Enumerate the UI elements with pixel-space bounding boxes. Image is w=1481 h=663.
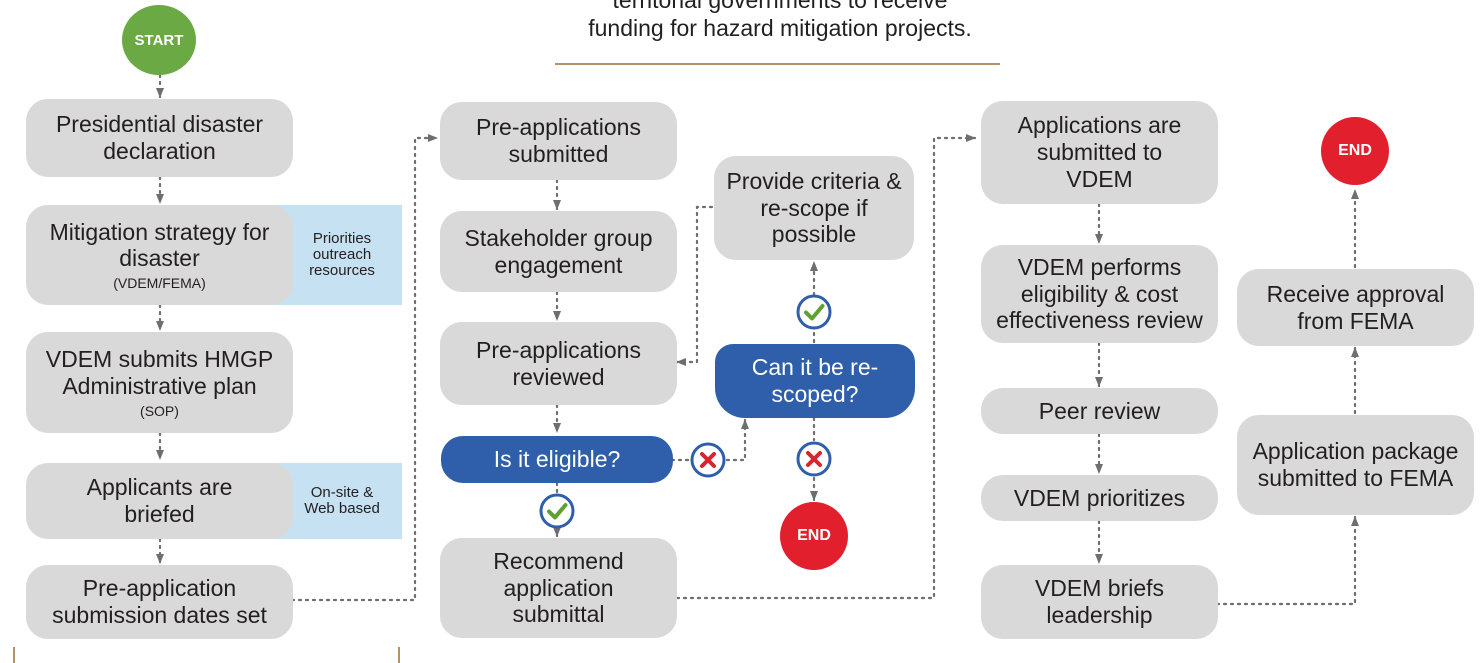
end-label: END — [797, 527, 831, 544]
check-icon — [796, 294, 832, 330]
end-terminal-final: END — [1321, 117, 1389, 185]
end-terminal-ineligible: END — [780, 502, 848, 570]
priorities-note-text: Priorities outreach resources — [309, 229, 375, 280]
admin-plan-box: VDEM submits HMGP Administrative plan (S… — [26, 332, 293, 433]
edge-marker — [13, 647, 15, 663]
connector-briefs-package — [1215, 515, 1359, 606]
peer-review-box: Peer review — [981, 388, 1218, 434]
preapps-submitted-box: Pre-applications submitted — [440, 102, 677, 180]
approval-from-fema-text: Receive approval from FEMA — [1266, 280, 1445, 334]
start-label: START — [134, 31, 184, 49]
provide-criteria-text: Provide criteria & re-scope if possible — [726, 167, 902, 248]
submission-dates-box: Pre-application submission dates set — [26, 565, 293, 639]
package-to-fema-text: Application package submitted to FEMA — [1252, 438, 1459, 491]
presidential-declaration-box: Presidential disaster declaration — [26, 99, 293, 177]
briefs-leadership-box: VDEM briefs leadership — [981, 565, 1218, 639]
intro-text: territorial governments to receive fundi… — [540, 0, 1020, 42]
intro-line-1: territorial governments to receive — [612, 0, 948, 13]
rescope-decision-text: Can it be re-scoped? — [751, 353, 879, 407]
briefing-method-text: On-site & Web based — [304, 483, 380, 517]
connector-criteria-reviewed — [675, 205, 714, 366]
mitigation-strategy-text: Mitigation strategy for disaster — [49, 218, 270, 272]
connector-dates-preapp — [290, 134, 439, 602]
submitted-to-vdem-text: Applications are submitted to VDEM — [1017, 112, 1182, 192]
vdem-prioritizes-box: VDEM prioritizes — [981, 475, 1218, 521]
approval-from-fema-box: Receive approval from FEMA — [1237, 269, 1474, 346]
submitted-to-vdem-box: Applications are submitted to VDEM — [981, 101, 1218, 204]
admin-plan-text: VDEM submits HMGP Administrative plan — [45, 346, 274, 399]
eligibility-decision: Is it eligible? — [441, 436, 673, 483]
package-to-fema-box: Application package submitted to FEMA — [1237, 415, 1474, 515]
stakeholder-engagement-box: Stakeholder group engagement — [440, 211, 677, 292]
edge-marker — [398, 647, 400, 663]
stakeholder-engagement-text: Stakeholder group engagement — [464, 224, 653, 278]
start-terminal: START — [122, 5, 196, 75]
applicants-briefed-box: Applicants are briefed — [26, 463, 293, 539]
intro-line-2: funding for hazard mitigation projects. — [588, 14, 972, 41]
admin-plan-subtext: (SOP) — [140, 402, 179, 419]
provide-criteria-box: Provide criteria & re-scope if possible — [714, 156, 914, 260]
cross-icon — [796, 441, 832, 477]
peer-review-text: Peer review — [1038, 397, 1161, 424]
applicants-briefed-text: Applicants are briefed — [86, 474, 233, 527]
header-rule — [555, 63, 1000, 65]
eligibility-review-box: VDEM performs eligibility & cost effecti… — [981, 245, 1218, 343]
presidential-declaration-text: Presidential disaster declaration — [55, 111, 264, 164]
recommend-submittal-text: Recommend application submittal — [493, 547, 624, 628]
preapps-submitted-text: Pre-applications submitted — [476, 114, 641, 167]
preapps-reviewed-text: Pre-applications reviewed — [476, 336, 641, 390]
rescope-decision: Can it be re-scoped? — [715, 344, 915, 418]
eligibility-decision-text: Is it eligible? — [493, 445, 621, 472]
connector-recommend-vdem — [675, 134, 977, 600]
check-icon — [539, 493, 575, 529]
vdem-prioritizes-text: VDEM prioritizes — [1013, 484, 1186, 511]
recommend-submittal-box: Recommend application submittal — [440, 538, 677, 638]
mitigation-strategy-box: Mitigation strategy for disaster (VDEM/F… — [26, 205, 293, 305]
submission-dates-text: Pre-application submission dates set — [52, 575, 267, 628]
cross-icon — [690, 442, 726, 478]
preapps-reviewed-box: Pre-applications reviewed — [440, 322, 677, 405]
briefs-leadership-text: VDEM briefs leadership — [1034, 575, 1165, 628]
eligibility-review-text: VDEM performs eligibility & cost effecti… — [996, 253, 1203, 334]
mitigation-strategy-subtext: (VDEM/FEMA) — [113, 275, 206, 292]
end-label: END — [1338, 142, 1372, 159]
connector-cross-rescope — [725, 418, 749, 462]
